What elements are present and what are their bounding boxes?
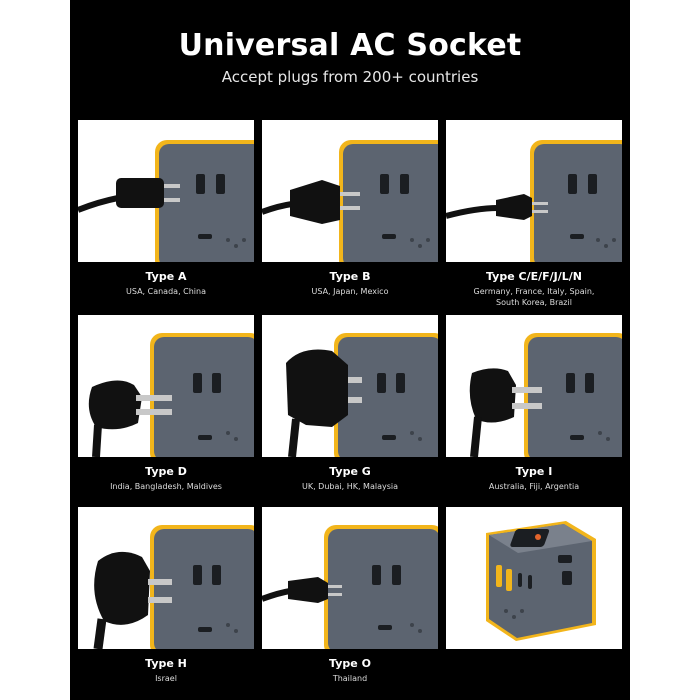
plug-countries-line: Germany, France, Italy, Spain, [473,287,595,296]
adapter-product-icon [486,521,596,641]
slim-round-pin-plug-icon [262,525,438,649]
plug-countries: Israel [155,674,177,683]
plug-countries: UK, Dubai, HK, Malaysia [301,482,398,491]
plug-caption: Type G UK, Dubai, HK, Malaysia [262,465,438,492]
page-subtitle: Accept plugs from 200+ countries [221,68,479,86]
plug-caption: Type A USA, Canada, China [78,270,254,297]
plug-photo [262,315,438,457]
plug-countries: Australia, Fiji, Argentia [488,482,580,491]
plug-countries: India, Bangladesh, Maldives [110,482,222,491]
plug-photo [262,120,438,262]
plug-countries: USA, Canada, China [125,287,207,296]
angled-round-pin-plug-icon [88,333,254,457]
plug-type-label: Type I [515,465,553,478]
plug-photo [78,120,254,262]
plug-type-label: Type D [145,465,187,478]
product-photo [446,507,622,649]
plug-type-label: Type A [145,270,187,283]
page-title: Universal AC Socket [178,28,522,63]
plug-countries-line: South Korea, Brazil [496,298,572,307]
plug-type-label: Type H [145,657,187,670]
plug-photo [78,507,254,649]
angled-plug-icon [93,525,254,649]
grounded-flat-pin-plug-icon [262,140,438,262]
plug-photo [446,315,622,457]
plug-countries: USA, Japan, Mexico [311,287,389,296]
slim-round-pin-plug-icon [446,140,622,262]
uk-plug-icon [286,333,438,457]
plug-countries: Thailand [332,674,368,683]
angled-plug-icon [469,333,622,457]
plug-caption: Type B USA, Japan, Mexico [262,270,438,297]
plug-photo [262,507,438,649]
plug-caption: Type O Thailand [262,657,438,684]
plug-type-label: Type O [329,657,371,670]
plug-caption: Type H Israel [78,657,254,684]
plug-caption: Type C/E/F/J/L/N Germany, France, Italy,… [446,270,622,308]
plug-photo [78,315,254,457]
flat-pin-plug-icon [78,140,254,262]
plug-caption: Type I Australia, Fiji, Argentia [446,465,622,492]
plug-type-label: Type C/E/F/J/L/N [485,270,583,283]
feature-panel: Universal AC Socket Accept plugs from 20… [70,0,630,700]
plug-type-label: Type G [329,465,371,478]
plug-photo [446,120,622,262]
plug-countries: Germany, France, Italy, Spain, South Kor… [446,286,622,308]
plug-caption: Type D India, Bangladesh, Maldives [78,465,254,492]
plug-type-label: Type B [329,270,371,283]
